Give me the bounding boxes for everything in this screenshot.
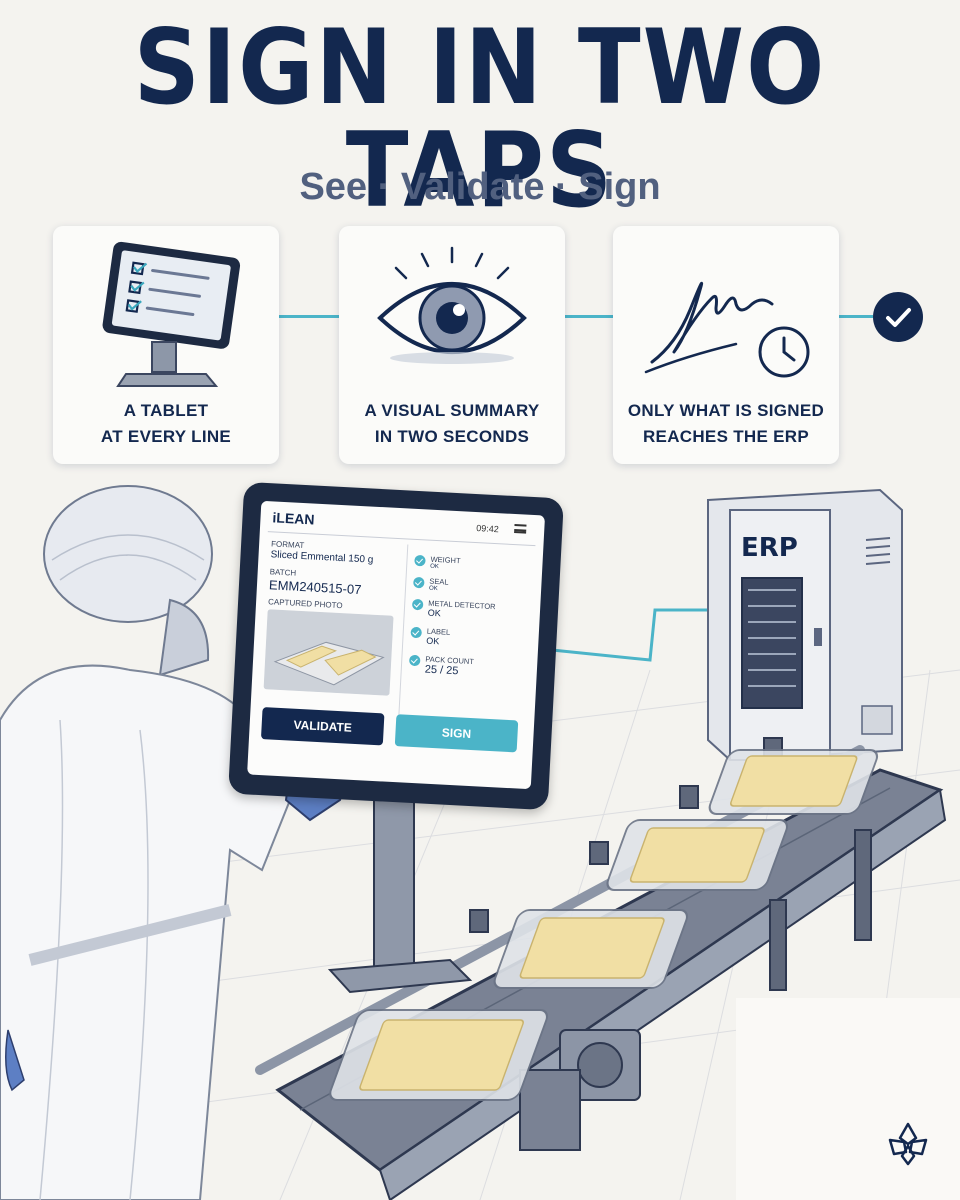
feature-line: A VISUAL SUMMARY bbox=[364, 401, 540, 420]
erp-cabinet bbox=[707, 488, 903, 762]
photo-image bbox=[263, 609, 394, 696]
check-value: OK bbox=[430, 563, 440, 571]
subtitle: See · Validate · Sign bbox=[299, 166, 661, 208]
format-value: Sliced Emmental 150 g bbox=[270, 549, 374, 566]
format-label: FORMAT bbox=[270, 539, 305, 551]
check-icon bbox=[886, 308, 911, 327]
connector-line bbox=[555, 315, 613, 318]
eye-icon bbox=[377, 246, 527, 364]
check-value: 25 / 25 bbox=[424, 663, 459, 678]
connector-line bbox=[829, 315, 873, 318]
sign-button[interactable]: SIGN bbox=[394, 714, 519, 753]
feature-line: REACHES THE ERP bbox=[642, 427, 810, 446]
app-name: iLEAN bbox=[272, 509, 315, 528]
feature-card-eye: A VISUAL SUMMARY IN TWO SECONDS bbox=[339, 226, 565, 464]
feature-label-eye: A VISUAL SUMMARY IN TWO SECONDS bbox=[339, 398, 565, 450]
erp-label: ERP bbox=[741, 533, 798, 563]
signature-clock-icon bbox=[644, 281, 810, 378]
cheese-trays bbox=[329, 749, 879, 1101]
captured-photo[interactable] bbox=[263, 609, 394, 696]
feature-label-signature: ONLY WHAT IS SIGNED REACHES THE ERP bbox=[613, 398, 839, 450]
feature-card-tablet: A TABLET AT EVERY LINE bbox=[53, 226, 279, 464]
column-divider bbox=[397, 544, 409, 733]
clock: 09:42 bbox=[476, 523, 500, 535]
check-icon bbox=[413, 576, 425, 589]
check-icon bbox=[410, 626, 423, 639]
check-badge bbox=[873, 292, 923, 342]
batch-label: BATCH bbox=[269, 567, 297, 578]
tablet-checklist-icon bbox=[102, 241, 241, 387]
worker bbox=[0, 485, 345, 1200]
flower-logo-icon bbox=[888, 1122, 928, 1166]
connector-line bbox=[279, 315, 339, 318]
feature-line: A TABLET bbox=[123, 401, 209, 420]
check-value: OK bbox=[427, 607, 442, 619]
check-icon bbox=[411, 598, 424, 611]
headline: SIGN IN TWO TAPS bbox=[133, 7, 827, 231]
check-value: OK bbox=[426, 635, 440, 647]
feature-line: IN TWO SECONDS bbox=[374, 427, 530, 446]
feature-line: AT EVERY LINE bbox=[100, 427, 232, 446]
menu-icon[interactable] bbox=[514, 524, 527, 534]
validate-button[interactable]: VALIDATE bbox=[260, 707, 385, 746]
corner-panel bbox=[736, 998, 960, 1200]
feature-card-signature: ONLY WHAT IS SIGNED REACHES THE ERP bbox=[613, 226, 839, 464]
tablet-screen: iLEAN 09:42 FORMAT Sliced Emmental 150 g… bbox=[247, 500, 546, 790]
check-icon bbox=[414, 554, 426, 567]
feature-label-tablet: A TABLET AT EVERY LINE bbox=[53, 398, 279, 450]
feature-line: ONLY WHAT IS SIGNED bbox=[627, 401, 825, 420]
check-value: OK bbox=[428, 585, 438, 593]
photo-label: CAPTURED PHOTO bbox=[267, 597, 343, 611]
station-tablet: iLEAN 09:42 FORMAT Sliced Emmental 150 g… bbox=[228, 481, 564, 811]
factory-scene bbox=[0, 485, 960, 1200]
check-icon bbox=[408, 654, 421, 667]
batch-value: EMM240515-07 bbox=[268, 577, 362, 598]
